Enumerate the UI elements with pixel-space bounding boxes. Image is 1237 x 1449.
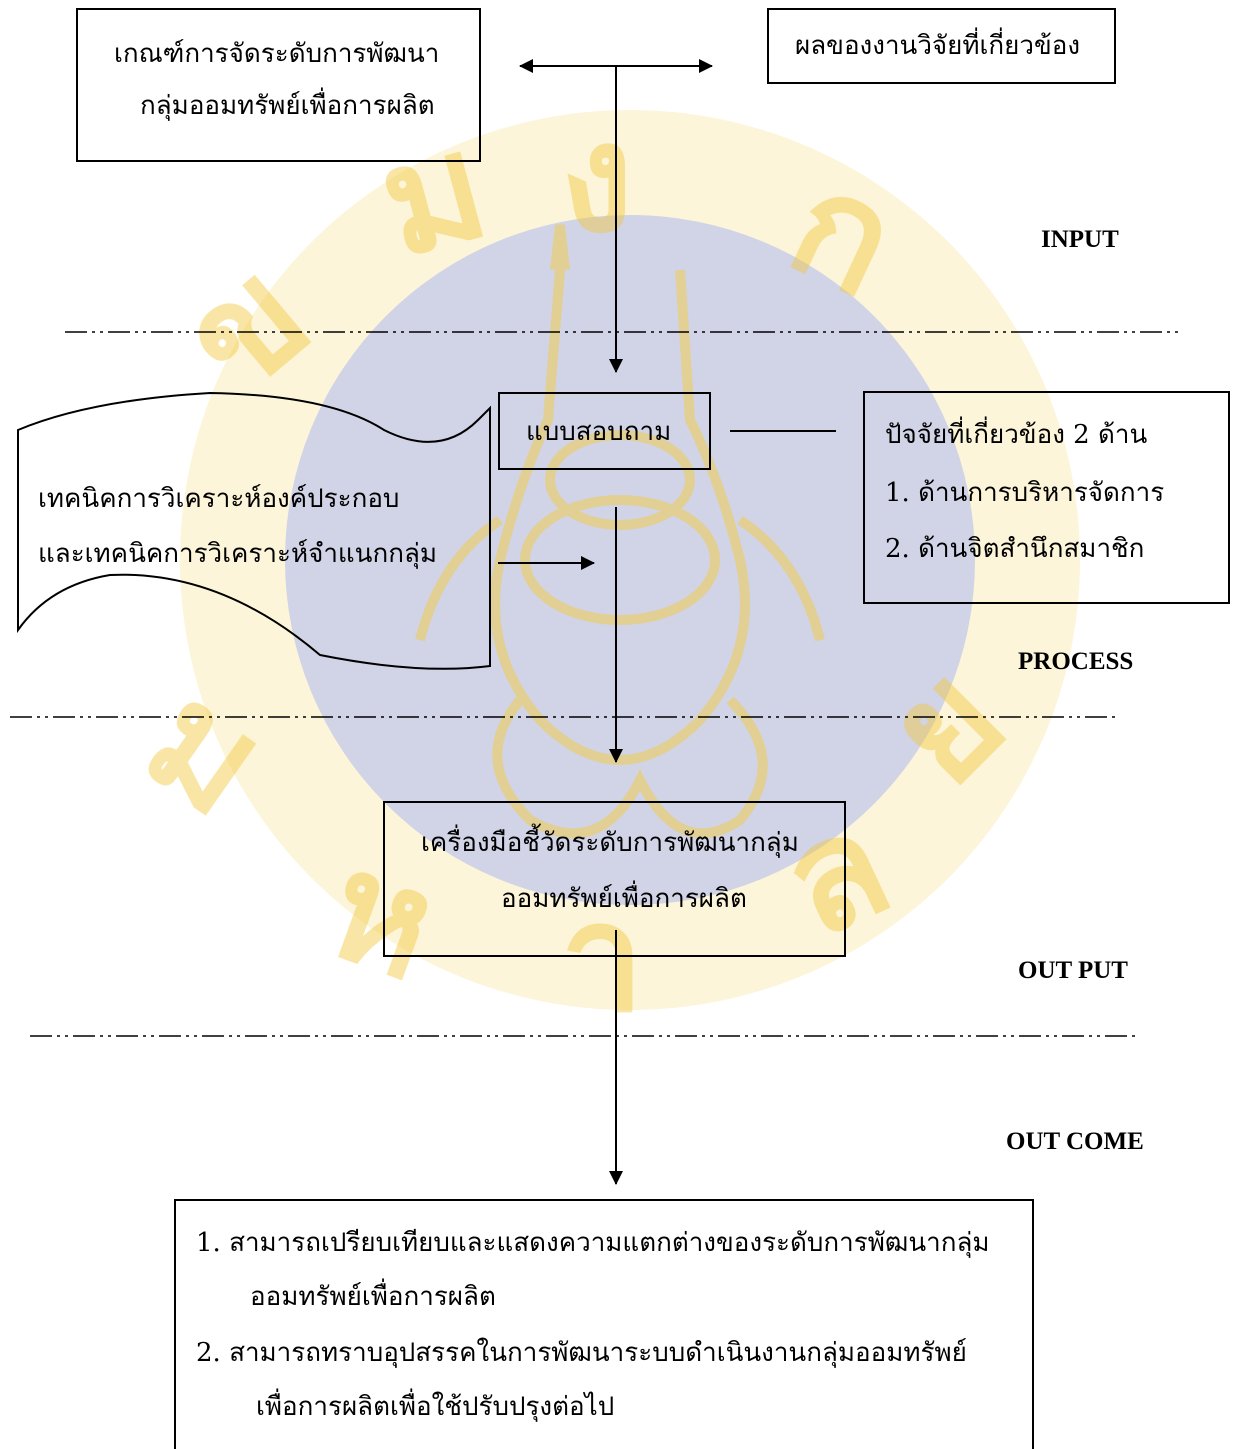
factors-item1: 1. ด้านการบริหารจัดการ [885, 478, 1165, 508]
factors-item2: 2. ด้านจิตสำนึกสมาชิก [885, 534, 1145, 564]
outcome-item2-line2: เพื่อการผลิตเพื่อใช้ปรับปรุงต่อไป [256, 1392, 615, 1422]
factors-title: ปัจจัยที่เกี่ยวข้อง 2 ด้าน [885, 420, 1148, 450]
watermark-center [285, 215, 975, 905]
outcome-item1-line2: ออมทรัพย์เพื่อการผลิต [250, 1282, 496, 1312]
tool-box: เครื่องมือชี้วัดระดับการพัฒนากลุ่ม ออมทร… [383, 801, 846, 957]
questionnaire-text: แบบสอบถาม [526, 417, 672, 447]
questionnaire-box: แบบสอบถาม [498, 392, 711, 470]
criteria-box: เกณฑ์การจัดระดับการพัฒนา กลุ่มออมทรัพย์เ… [76, 8, 481, 162]
criteria-line1: เกณฑ์การจัดระดับการพัฒนา [114, 39, 440, 69]
stage-input: INPUT [1041, 226, 1119, 253]
techniques-document-shape [17, 391, 491, 670]
outcome-item1-line1: 1. สามารถเปรียบเทียบและแสดงความแตกต่างขอ… [196, 1228, 990, 1258]
factors-box: ปัจจัยที่เกี่ยวข้อง 2 ด้าน 1. ด้านการบริ… [863, 391, 1230, 604]
stage-output: OUT PUT [1018, 957, 1128, 984]
tool-line1: เครื่องมือชี้วัดระดับการพัฒนากลุ่ม [421, 828, 799, 858]
outcome-box: 1. สามารถเปรียบเทียบและแสดงความแตกต่างขอ… [174, 1199, 1034, 1449]
techniques-line1: เทคนิคการวิเคราะห์องค์ประกอบ [38, 484, 400, 514]
techniques-line2: และเทคนิคการวิเคราะห์จำแนกกลุ่ม [38, 539, 438, 569]
research-text: ผลของงานวิจัยที่เกี่ยวข้อง [795, 31, 1081, 61]
stage-outcome: OUT COME [1006, 1128, 1144, 1155]
outcome-item2-line1: 2. สามารถทราบอุปสรรคในการพัฒนาระบบดำเนิน… [196, 1338, 967, 1368]
tool-line2: ออมทรัพย์เพื่อการผลิต [501, 884, 747, 914]
research-box: ผลของงานวิจัยที่เกี่ยวข้อง [767, 8, 1116, 84]
stage-process: PROCESS [1018, 648, 1134, 675]
svg-text:า: า [560, 870, 644, 1046]
svg-text:ง: ง [560, 90, 633, 266]
criteria-line2: กลุ่มออมทรัพย์เพื่อการผลิต [140, 91, 435, 121]
